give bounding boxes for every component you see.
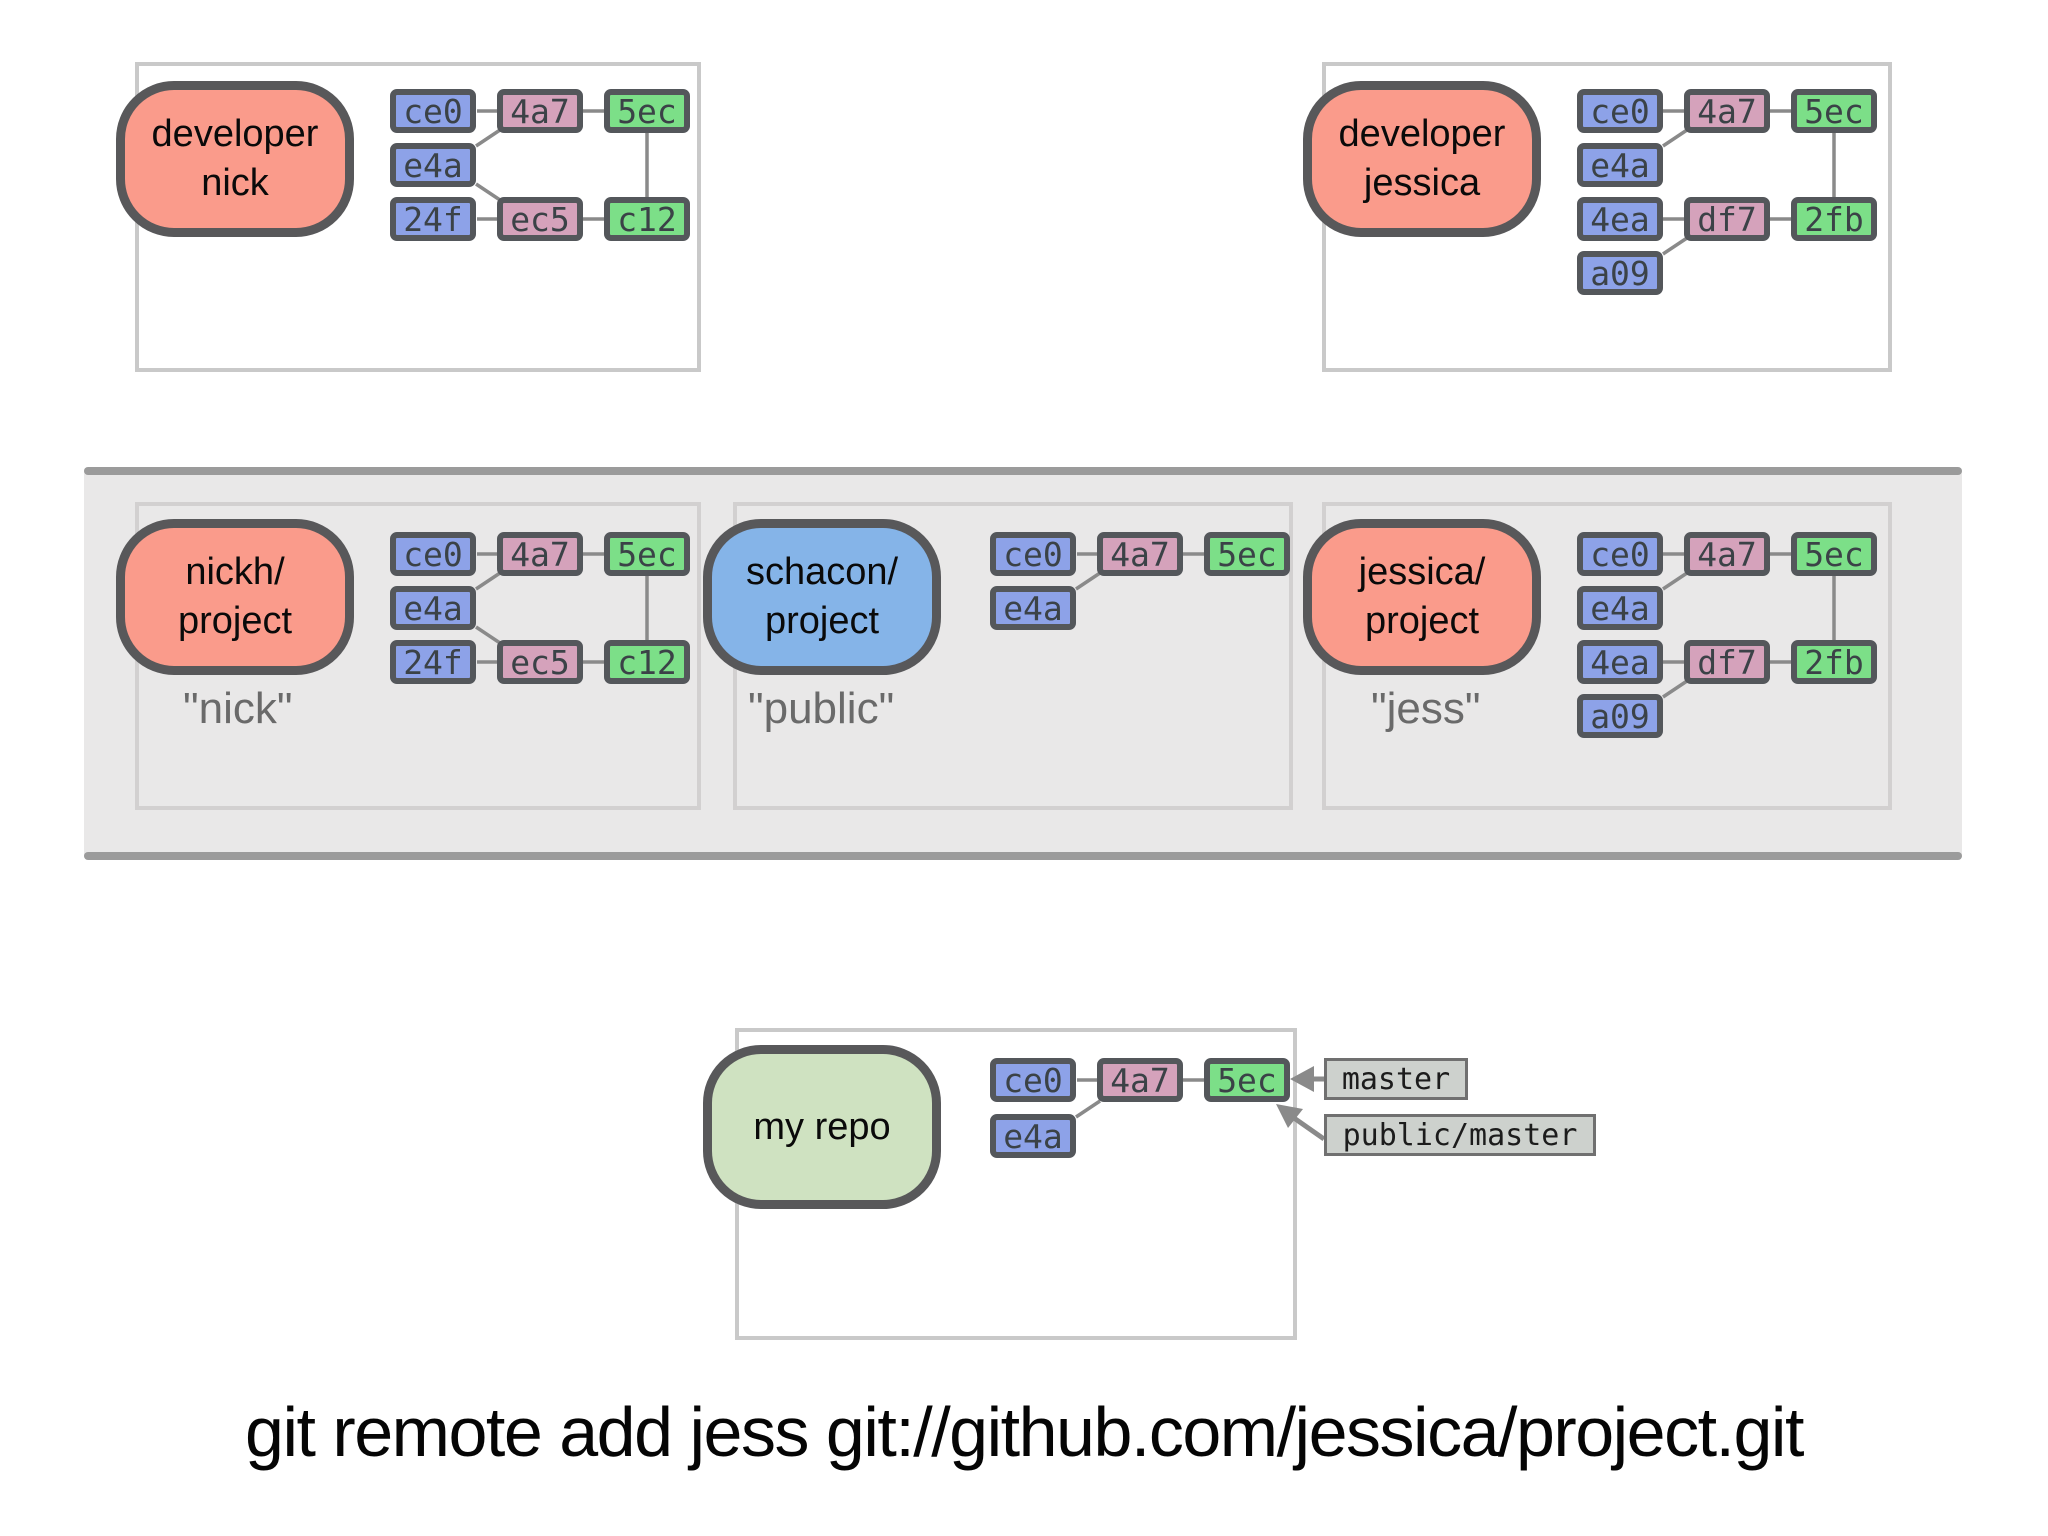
- commit-node-ce0: ce0: [390, 89, 476, 133]
- commit-node-4ea: 4ea: [1577, 640, 1663, 684]
- server-band-top-line: [84, 467, 1962, 475]
- commit-node-e4a: e4a: [1577, 143, 1663, 187]
- commit-node-ec5: ec5: [497, 197, 583, 241]
- commit-node-4a7: 4a7: [1097, 532, 1183, 576]
- commit-node-5ec: 5ec: [1204, 1058, 1290, 1102]
- repo-capsule-developer-jessica: developer jessica: [1303, 81, 1541, 237]
- commit-node-24f: 24f: [390, 197, 476, 241]
- commit-node-e4a: e4a: [390, 143, 476, 187]
- commit-node-5ec: 5ec: [1204, 532, 1290, 576]
- ref-label-public-master: public/master: [1324, 1114, 1596, 1156]
- commit-node-ce0: ce0: [990, 1058, 1076, 1102]
- repo-capsule-developer-nick: developer nick: [116, 81, 354, 237]
- repo-capsule-schacon-project: schacon/ project: [703, 519, 941, 675]
- commit-node-4ea: 4ea: [1577, 197, 1663, 241]
- commit-node-e4a: e4a: [990, 1114, 1076, 1158]
- commit-node-ce0: ce0: [390, 532, 476, 576]
- commit-node-5ec: 5ec: [604, 89, 690, 133]
- remote-tag-public: "public": [748, 684, 895, 733]
- commit-node-ce0: ce0: [1577, 89, 1663, 133]
- repo-capsule-nickh-project: nickh/ project: [116, 519, 354, 675]
- repo-capsule-jessica-project: jessica/ project: [1303, 519, 1541, 675]
- commit-node-e4a: e4a: [390, 586, 476, 630]
- commit-node-4a7: 4a7: [1097, 1058, 1183, 1102]
- ref-label-master: master: [1324, 1058, 1468, 1100]
- commit-node-c12: c12: [604, 197, 690, 241]
- repo-capsule-my-repo: my repo: [703, 1045, 941, 1209]
- commit-node-ce0: ce0: [1577, 532, 1663, 576]
- commit-node-5ec: 5ec: [604, 532, 690, 576]
- commit-node-df7: df7: [1684, 197, 1770, 241]
- commit-node-4a7: 4a7: [497, 89, 583, 133]
- commit-node-e4a: e4a: [1577, 586, 1663, 630]
- commit-node-e4a: e4a: [990, 586, 1076, 630]
- commit-node-a09: a09: [1577, 251, 1663, 295]
- remote-tag-jess: "jess": [1371, 684, 1481, 733]
- commit-node-df7: df7: [1684, 640, 1770, 684]
- commit-node-ec5: ec5: [497, 640, 583, 684]
- commit-node-4a7: 4a7: [1684, 89, 1770, 133]
- commit-node-4a7: 4a7: [1684, 532, 1770, 576]
- commit-node-c12: c12: [604, 640, 690, 684]
- commit-node-2fb: 2fb: [1791, 640, 1877, 684]
- caption-git-command: git remote add jess git://github.com/jes…: [245, 1393, 1804, 1471]
- commit-node-5ec: 5ec: [1791, 89, 1877, 133]
- commit-node-a09: a09: [1577, 694, 1663, 738]
- server-band-bottom-line: [84, 852, 1962, 860]
- commit-node-2fb: 2fb: [1791, 197, 1877, 241]
- commit-node-24f: 24f: [390, 640, 476, 684]
- commit-node-ce0: ce0: [990, 532, 1076, 576]
- commit-node-4a7: 4a7: [497, 532, 583, 576]
- commit-node-5ec: 5ec: [1791, 532, 1877, 576]
- remote-tag-nick: "nick": [183, 684, 293, 733]
